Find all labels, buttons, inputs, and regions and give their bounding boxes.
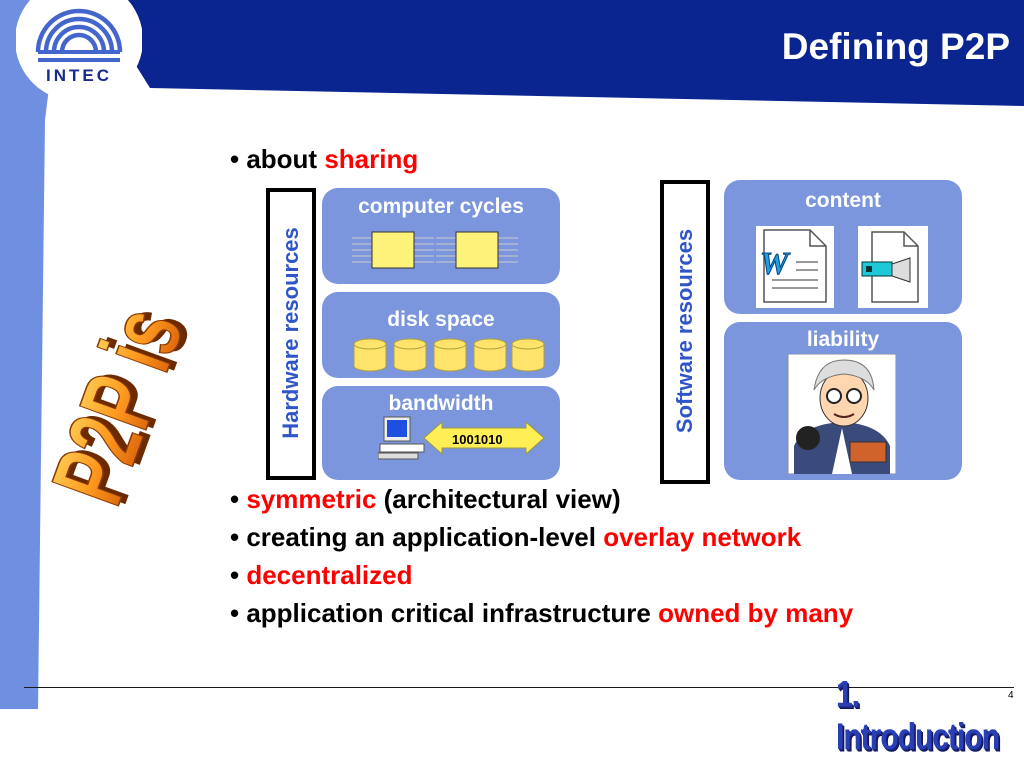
bandwidth-label: bandwidth bbox=[388, 392, 494, 415]
lawyer-clipart bbox=[788, 354, 896, 474]
chapter-label: 1. Introduction bbox=[836, 674, 1000, 758]
header-band bbox=[60, 0, 1024, 106]
disk-space-label: disk space bbox=[387, 308, 495, 331]
page-number: 4 bbox=[1008, 690, 1014, 701]
intec-logo: INTEC bbox=[16, 0, 142, 100]
logo-text: INTEC bbox=[46, 66, 112, 85]
svg-text:W: W bbox=[760, 245, 791, 281]
p2p-is-wordart: P2P is P2P is bbox=[30, 300, 212, 518]
left-sidebar bbox=[0, 0, 60, 709]
computer-icon bbox=[378, 416, 425, 460]
footer-rule bbox=[24, 687, 1014, 688]
software-frame: Software resources bbox=[660, 180, 710, 484]
media-file-icon bbox=[858, 226, 928, 308]
cpu-chip-icons bbox=[352, 231, 518, 269]
bullet-symmetric: • symmetric (architectural view) bbox=[230, 484, 621, 514]
bits-arrow bbox=[423, 420, 545, 456]
disk-icons bbox=[353, 338, 545, 372]
bandwidth-box: bandwidth bbox=[322, 386, 560, 480]
computer-cycles-label: computer cycles bbox=[358, 195, 524, 218]
content-label: content bbox=[805, 189, 881, 212]
slide-title: Defining P2P bbox=[781, 26, 1010, 67]
software-label: Software resources bbox=[672, 228, 697, 434]
disk-space-box: disk space bbox=[322, 292, 560, 378]
content-box: content W bbox=[724, 180, 962, 314]
hardware-frame: Hardware resources bbox=[266, 188, 316, 480]
bullet-sharing: • about sharing bbox=[230, 144, 419, 174]
liability-label: liability bbox=[806, 328, 880, 351]
computer-cycles-box: computer cycles bbox=[322, 188, 560, 284]
liability-box: liability bbox=[724, 322, 962, 480]
bullet-owned: • application critical infrastructure ow… bbox=[230, 598, 854, 628]
bits-label: 1001010 bbox=[452, 432, 503, 447]
word-document-icon: W bbox=[756, 226, 834, 308]
bullet-decentralized: • decentralized bbox=[230, 560, 413, 590]
bullet-overlay: • creating an application-level overlay … bbox=[230, 522, 802, 552]
hardware-label: Hardware resources bbox=[278, 227, 303, 439]
